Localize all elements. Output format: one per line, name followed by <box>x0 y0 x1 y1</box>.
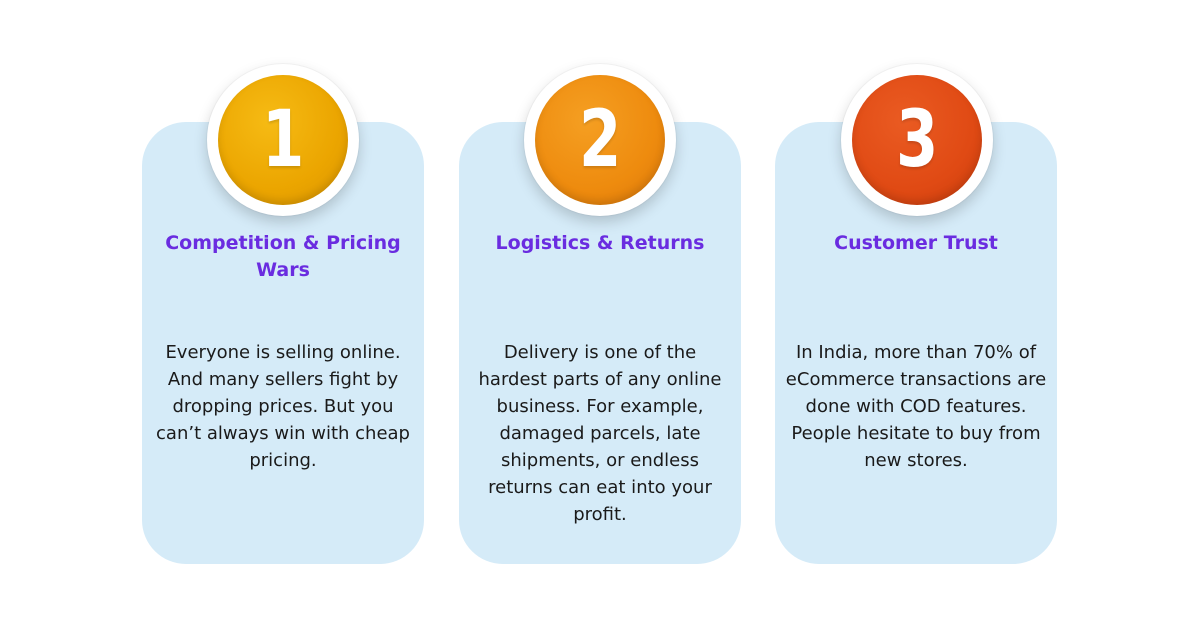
number-badge-1-inner: 1 <box>218 75 348 205</box>
card-1-body: Everyone is selling online. And many sel… <box>156 342 410 471</box>
number-badge-3-label: 3 <box>895 95 939 185</box>
number-badge-2: 2 <box>524 64 676 216</box>
number-badge-3-inner: 3 <box>852 75 982 205</box>
number-badge-2-label: 2 <box>578 95 622 185</box>
number-badge-1-label: 1 <box>261 95 305 185</box>
card-2-title: Logistics & Returns <box>495 232 705 254</box>
card-3-title: Customer Trust <box>834 232 998 254</box>
number-badge-1: 1 <box>207 64 359 216</box>
card-3-body: In India, more than 70% of eCommerce tra… <box>785 342 1047 471</box>
number-badge-2-inner: 2 <box>535 75 665 205</box>
number-badge-3: 3 <box>841 64 993 216</box>
card-2-body: Delivery is one of the hardest parts of … <box>478 342 722 525</box>
card-1-title: Competition & Pricing Wars <box>165 232 401 281</box>
